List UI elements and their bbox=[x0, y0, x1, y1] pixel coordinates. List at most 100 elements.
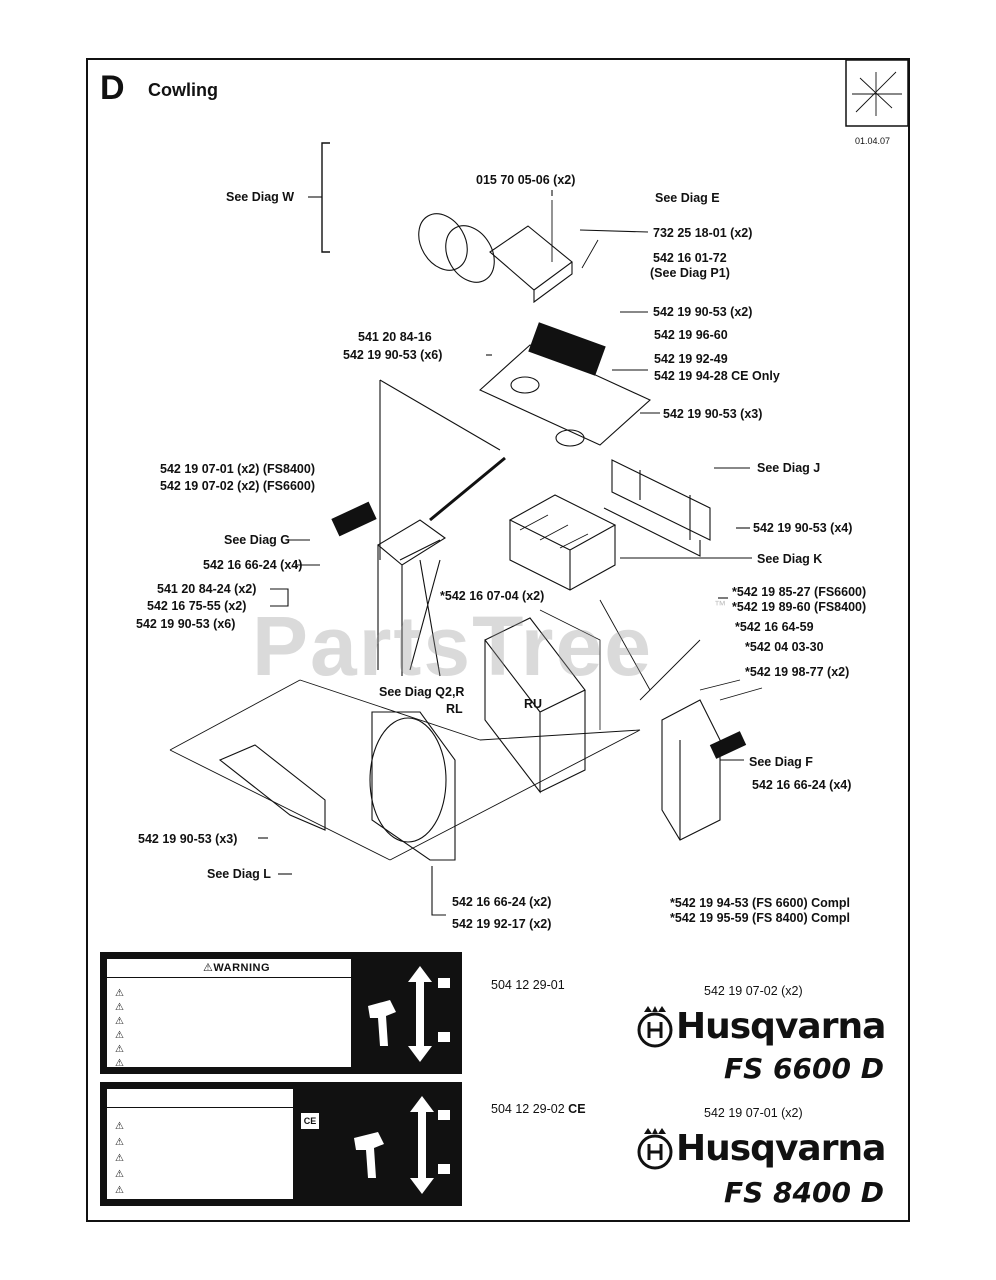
quantity: (x2) bbox=[730, 305, 753, 319]
part-number: 542 16 66-24 bbox=[203, 558, 277, 572]
part-number: 015 70 05-06 bbox=[476, 173, 550, 187]
callout-ru: RU bbox=[524, 697, 543, 711]
ce-suffix: CE bbox=[568, 1102, 586, 1116]
part-number: *542 19 98-77 bbox=[745, 665, 824, 679]
part-number: 542 16 66-24 bbox=[752, 778, 826, 792]
callout-part: *542 19 89-60 (FS8400) bbox=[732, 600, 866, 614]
part-number: 542 19 90-53 bbox=[343, 348, 417, 362]
part-number: *542 19 89-60 bbox=[732, 600, 811, 614]
warning-icon: ⚠ bbox=[203, 962, 214, 974]
part-number: 542 19 90-53 bbox=[753, 521, 827, 535]
vent-grill bbox=[528, 322, 606, 376]
callout-part: 542 19 07-02 (x2) (FS6600) bbox=[160, 479, 315, 493]
callout-part: *542 19 85-27 (FS6600) bbox=[732, 585, 866, 599]
quantity: (x2) (FS8400) bbox=[237, 462, 315, 476]
callout-part: 542 16 75-55 (x2) bbox=[147, 599, 246, 613]
part-number: 542 16 75-55 bbox=[147, 599, 221, 613]
callout-part: 542 16 66-24 (x4) bbox=[203, 558, 302, 572]
quantity: (x6) bbox=[213, 617, 236, 631]
callout-see-diag-l: See Diag L bbox=[207, 867, 271, 881]
part-number: *542 16 07-04 bbox=[440, 589, 519, 603]
quantity: (x3) bbox=[740, 407, 763, 421]
part-number: *542 19 94-53 bbox=[670, 896, 749, 910]
callout-see-diag-g: See Diag G bbox=[224, 533, 290, 547]
callout-part: 542 19 92-17 (x2) bbox=[452, 917, 551, 931]
callout-part: 542 19 90-53 (x6) bbox=[343, 348, 442, 362]
ring-1 bbox=[418, 213, 468, 271]
part-number: 542 19 92-17 bbox=[452, 917, 526, 931]
quantity: (FS8400) bbox=[814, 600, 867, 614]
quantity: (x4) bbox=[829, 778, 852, 792]
quantity: (x2) bbox=[827, 665, 850, 679]
quantity: (x2) bbox=[224, 599, 247, 613]
callout-see-diag-k: See Diag K bbox=[757, 552, 823, 566]
right-rail bbox=[611, 459, 711, 541]
callout-part: 541 20 84-16 bbox=[358, 330, 432, 344]
quantity: (x2) bbox=[553, 173, 576, 187]
callout-see-diag-w: See Diag W bbox=[226, 190, 295, 204]
brand-name: Husqvarna bbox=[676, 1128, 886, 1169]
decal2-part: 542 19 07-01 (x2) bbox=[704, 1106, 803, 1120]
label1-part: 504 12 29-01 bbox=[491, 978, 565, 992]
brand-name: Husqvarna bbox=[676, 1006, 886, 1047]
quantity: (x2) bbox=[730, 226, 753, 240]
callout-see-diag-j: See Diag J bbox=[757, 461, 821, 475]
quantity: (FS 8400) Compl bbox=[752, 911, 850, 925]
part-number: *542 19 95-59 bbox=[670, 911, 749, 925]
quantity: (x6) bbox=[420, 348, 443, 362]
part-number: 504 12 29-02 bbox=[491, 1102, 565, 1116]
warning-decal-2: ⚠⚠⚠⚠⚠ CE bbox=[100, 1082, 462, 1206]
callout-see-diag-e: See Diag E bbox=[655, 191, 720, 205]
callout-part: 542 19 07-01 (x2) (FS8400) bbox=[160, 462, 315, 476]
callout-part: 542 19 90-53 (x4) bbox=[753, 521, 852, 535]
part-number: 541 20 84-24 bbox=[157, 582, 231, 596]
callout-part: 542 19 94-28 CE Only bbox=[654, 369, 780, 383]
handle-rod bbox=[429, 456, 506, 522]
quantity: (x2) (FS6600) bbox=[237, 479, 315, 493]
callout-part: 542 19 90-53 (x3) bbox=[138, 832, 237, 846]
right-decal bbox=[709, 731, 747, 759]
part-number: 542 19 07-01 bbox=[160, 462, 234, 476]
callout-part: 542 19 90-53 (x3) bbox=[663, 407, 762, 421]
part-number: 542 19 90-53 bbox=[663, 407, 737, 421]
watermark-tm: ™ bbox=[714, 598, 726, 612]
orientation-box bbox=[845, 59, 909, 127]
left-bracket bbox=[377, 519, 446, 677]
callout-part: *542 16 64-59 bbox=[735, 620, 814, 634]
part-number: 542 19 90-53 bbox=[138, 832, 212, 846]
part-number: 732 25 18-01 bbox=[653, 226, 727, 240]
left-panel-lines bbox=[379, 379, 501, 561]
section-title: Cowling bbox=[148, 80, 218, 100]
part-number: 542 19 07-02 bbox=[160, 479, 234, 493]
callout-see-diag-q2r: See Diag Q2,R bbox=[379, 685, 465, 699]
callout-see-diag-f: See Diag F bbox=[749, 755, 813, 769]
quantity: (FS6600) bbox=[814, 585, 867, 599]
warning-title: ⚠WARNING bbox=[203, 962, 271, 974]
callout-part: 542 19 96-60 bbox=[654, 328, 728, 342]
control-box bbox=[508, 494, 617, 591]
part-number: *542 19 85-27 bbox=[732, 585, 811, 599]
fan-ring bbox=[369, 717, 447, 843]
part-number: 542 19 90-53 bbox=[653, 305, 727, 319]
left-decal bbox=[331, 501, 377, 537]
callout-part: *542 16 07-04 (x2) bbox=[440, 589, 544, 603]
warning-decal-1: ⚠WARNING ⚠⚠⚠⚠⚠⚠ bbox=[100, 952, 462, 1074]
throttle-graphic bbox=[354, 1096, 450, 1194]
quantity: (x2) bbox=[529, 917, 552, 931]
hazard-icons: ⚠⚠⚠⚠⚠ bbox=[115, 1121, 124, 1196]
model-name: FS 8400 D bbox=[724, 1176, 884, 1209]
callout-part: 542 16 01-72 bbox=[653, 251, 727, 265]
hazard-icons: ⚠⚠⚠⚠⚠⚠ bbox=[115, 988, 124, 1069]
bottom-bracket bbox=[218, 744, 326, 831]
decal-text-panel: ⚠⚠⚠⚠⚠ bbox=[106, 1088, 294, 1200]
callout-part: *542 19 94-53 (FS 6600) Compl bbox=[670, 896, 850, 910]
top-bracket bbox=[489, 225, 573, 304]
model-name: FS 6600 D bbox=[724, 1052, 884, 1085]
decal1-part: 542 19 07-02 (x2) bbox=[704, 984, 803, 998]
section-letter: D bbox=[100, 69, 125, 107]
fan-shroud bbox=[371, 711, 456, 861]
quantity: (x4) bbox=[280, 558, 303, 572]
quantity: (x2) bbox=[234, 582, 257, 596]
quantity: (x2) bbox=[529, 895, 552, 909]
